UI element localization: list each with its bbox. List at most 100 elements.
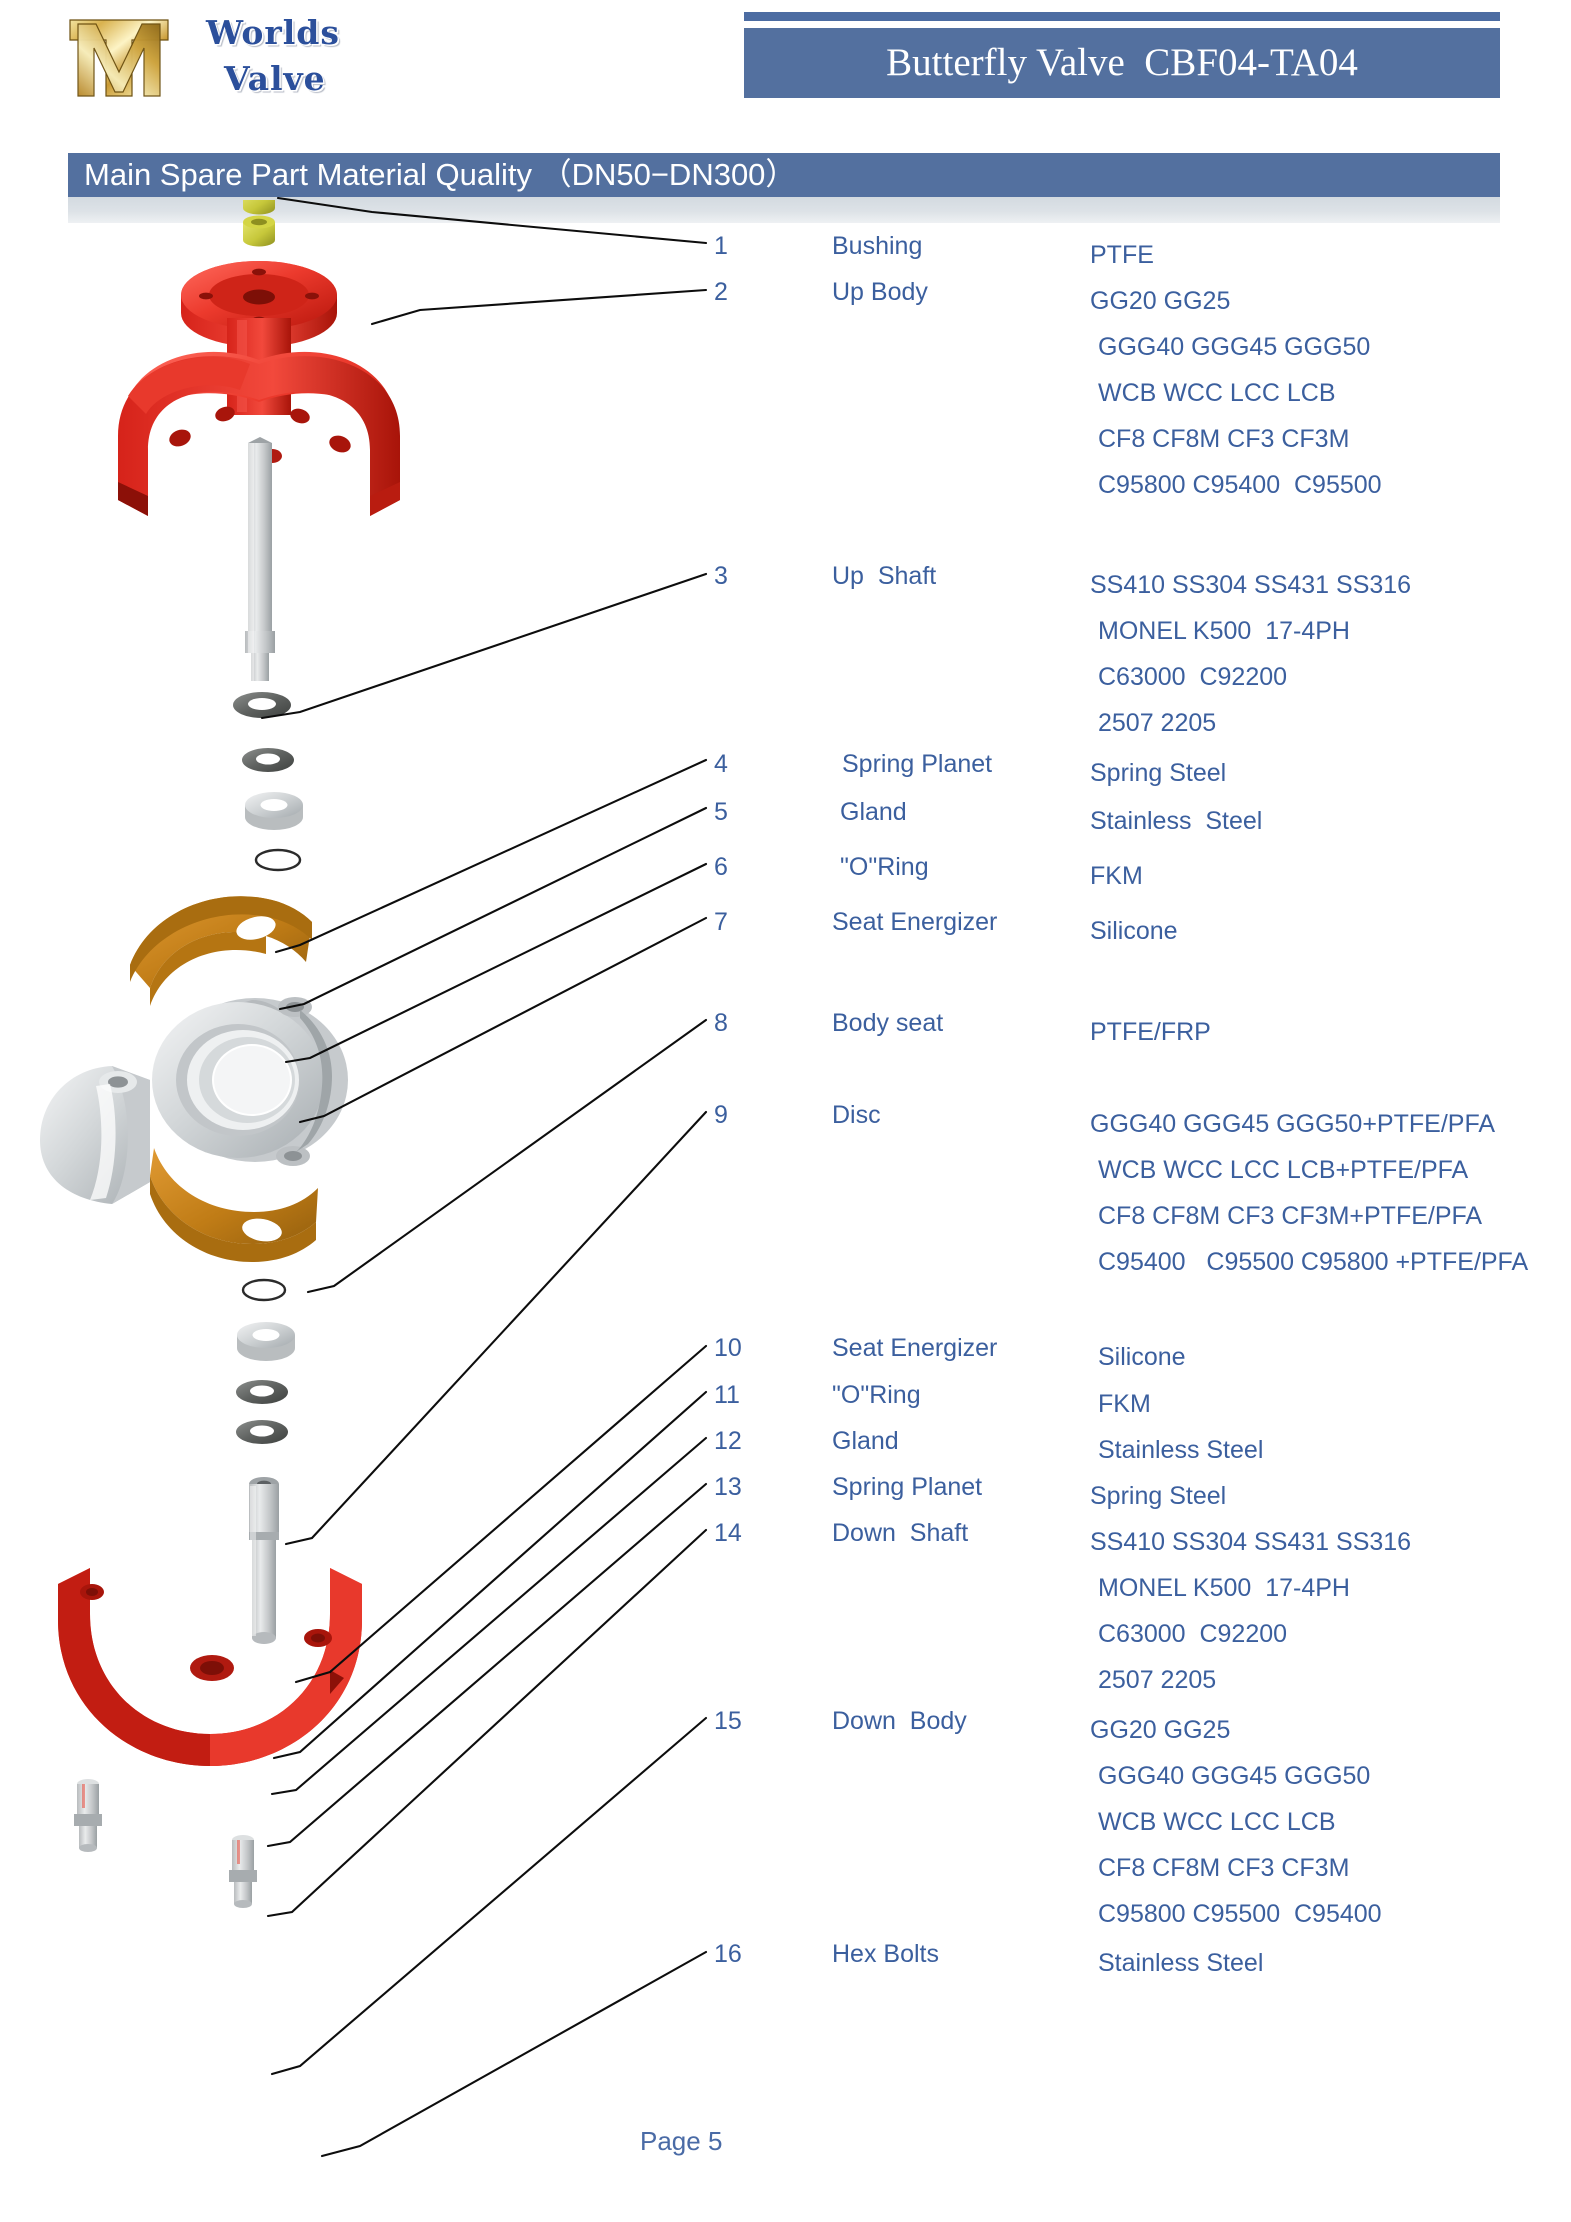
part-material: Stainless Steel xyxy=(1090,1940,1568,1986)
material-line: FKM xyxy=(1090,862,1143,890)
disc-vane xyxy=(40,1066,150,1204)
material-line: WCB WCC LCC LCB xyxy=(1098,1808,1336,1836)
material-line: Silicone xyxy=(1090,917,1178,945)
part-material: FKM xyxy=(1090,853,1560,899)
material-line: CF8 CF8M CF3 CF3M xyxy=(1098,425,1350,453)
part-number: 13 xyxy=(714,1473,742,1501)
part-name: "O"Ring xyxy=(840,853,929,881)
hex-bolt-left xyxy=(74,1779,102,1852)
material-line: C63000 C92200 xyxy=(1098,663,1288,691)
gland-12 xyxy=(237,1322,295,1361)
material-line: C63000 C92200 xyxy=(1098,1620,1288,1648)
document-header: Butterfly Valve CBF04-TA04 xyxy=(744,12,1500,98)
part-material: Stainless Steel xyxy=(1090,1427,1568,1473)
part-name: Bushing xyxy=(832,232,923,260)
material-line: FKM xyxy=(1098,1390,1151,1418)
brand-name-line2: Valve xyxy=(224,59,326,98)
material-line: Silicone xyxy=(1098,1343,1186,1371)
part-name: Gland xyxy=(832,1427,899,1455)
material-line: CF8 CF8M CF3 CF3M xyxy=(1098,1854,1350,1882)
material-line: SS410 SS304 SS431 SS316 xyxy=(1090,1528,1412,1556)
material-line: PTFE/FRP xyxy=(1090,1018,1211,1046)
part-number: 6 xyxy=(714,853,728,881)
part-name: Down Shaft xyxy=(832,1519,969,1547)
body-seat-lower xyxy=(150,1148,318,1262)
part-material: Spring Steel xyxy=(1090,750,1560,796)
part-number: 7 xyxy=(714,908,728,936)
part-number: 5 xyxy=(714,798,728,826)
part-material: PTFE xyxy=(1090,232,1560,278)
part-material: Stainless Steel xyxy=(1090,798,1560,844)
material-line: 2507 2205 xyxy=(1098,1666,1217,1694)
part-number: 9 xyxy=(714,1101,728,1129)
part-name: Up Shaft xyxy=(832,562,937,590)
part-number: 10 xyxy=(714,1334,742,1362)
brand-name: Worlds Valve xyxy=(188,10,428,106)
material-line: C95800 C95500 C95400 xyxy=(1098,1900,1382,1928)
bushing-part-1 xyxy=(243,200,275,215)
section-title: Main Spare Part Material Quality （DN50−D… xyxy=(84,157,797,192)
exploded-valve-diagram xyxy=(0,200,760,2180)
material-line: MONEL K500 17-4PH xyxy=(1098,1574,1350,1602)
part-number: 11 xyxy=(714,1381,740,1409)
material-line: CF8 CF8M CF3 CF3M+PTFE/PFA xyxy=(1098,1202,1483,1230)
part-number: 12 xyxy=(714,1427,742,1455)
brand-name-line1: Worlds xyxy=(206,13,340,52)
material-line: GGG40 GGG45 GGG50 xyxy=(1098,333,1371,361)
bushing-part-2 xyxy=(243,215,275,247)
material-line: WCB WCC LCC LCB xyxy=(1098,379,1336,407)
hex-bolt-right xyxy=(229,1835,257,1908)
material-line: PTFE xyxy=(1090,241,1154,269)
material-line: Stainless Steel xyxy=(1090,807,1263,835)
page-number: Page 5 xyxy=(640,2126,723,2156)
material-line: 2507 2205 xyxy=(1098,709,1217,737)
part-name: Spring Planet xyxy=(832,1473,983,1501)
material-line: Spring Steel xyxy=(1090,759,1227,787)
part-material: Silicone xyxy=(1090,908,1560,954)
material-line: GG20 GG25 xyxy=(1090,1716,1231,1744)
material-line: GGG40 GGG45 GGG50 xyxy=(1098,1762,1371,1790)
part-number: 14 xyxy=(714,1519,742,1547)
part-number: 3 xyxy=(714,562,728,590)
material-line: C95400 C95500 C95800 +PTFE/PFA xyxy=(1098,1248,1529,1276)
part-name: Down Body xyxy=(832,1707,967,1735)
mt-monogram-icon xyxy=(60,10,178,106)
up-body-part xyxy=(118,261,400,516)
part-material: GGG40 GGG45 GGG50+PTFE/PFA WCB WCC LCC LC… xyxy=(1090,1101,1560,1285)
material-line: Spring Steel xyxy=(1090,1482,1227,1510)
header-top-rule xyxy=(744,12,1500,24)
part-name: Seat Energizer xyxy=(832,908,998,936)
page-title: Butterfly Valve CBF04-TA04 xyxy=(886,41,1358,84)
material-line: C95800 C95400 C95500 xyxy=(1098,471,1382,499)
part-name: Gland xyxy=(840,798,907,826)
part-name: Seat Energizer xyxy=(832,1334,998,1362)
part-number: 1 xyxy=(714,232,728,260)
part-material: Silicone xyxy=(1090,1334,1568,1380)
part-number: 16 xyxy=(714,1940,742,1968)
part-number: 8 xyxy=(714,1009,728,1037)
part-number: 2 xyxy=(714,278,728,306)
part-name: Hex Bolts xyxy=(832,1940,939,1968)
material-line: GGG40 GGG45 GGG50+PTFE/PFA xyxy=(1090,1110,1496,1138)
part-name: Spring Planet xyxy=(842,750,993,778)
material-line: WCB WCC LCC LCB+PTFE/PFA xyxy=(1098,1156,1469,1184)
part-material: FKM xyxy=(1090,1381,1568,1427)
brand-logo: Worlds Valve xyxy=(60,8,430,108)
part-material: PTFE/FRP xyxy=(1090,1009,1560,1055)
section-title-bar: Main Spare Part Material Quality （DN50−D… xyxy=(68,153,1500,197)
material-line: GG20 GG25 xyxy=(1090,287,1231,315)
part-name: Body seat xyxy=(832,1009,944,1037)
material-line: Stainless Steel xyxy=(1098,1949,1264,1977)
material-line: SS410 SS304 SS431 SS316 xyxy=(1090,571,1412,599)
part-name: Up Body xyxy=(832,278,928,306)
part-material: Spring Steel xyxy=(1090,1473,1560,1519)
part-number: 15 xyxy=(714,1707,742,1735)
header-title-bar: Butterfly Valve CBF04-TA04 xyxy=(744,28,1500,98)
material-line: MONEL K500 17-4PH xyxy=(1098,617,1350,645)
material-line: Stainless Steel xyxy=(1098,1436,1264,1464)
part-number: 4 xyxy=(714,750,728,778)
